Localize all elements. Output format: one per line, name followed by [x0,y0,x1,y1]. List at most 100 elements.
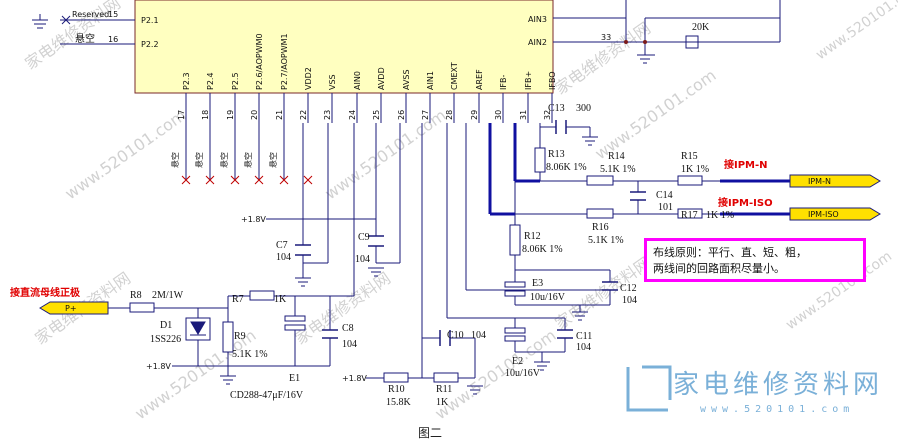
figure-caption: 图二 [418,426,443,440]
pin-name: P2.2 [141,40,159,49]
no-connect-mark [181,175,191,185]
svg-text:R9: R9 [234,331,246,342]
svg-text:R14: R14 [608,151,625,162]
resistor-r13 [534,147,546,173]
watermark-text: www.520101.com [813,0,898,63]
note-line: 布线原则：平行、直、短、粗， [653,246,807,259]
left-pins [60,15,135,45]
svg-text:104: 104 [342,339,357,350]
svg-text:104: 104 [471,330,486,341]
resistor-r8 [129,302,155,313]
ic-body [134,0,554,94]
net-label-ipm-n: IPM-N [808,177,831,186]
svg-text:E2: E2 [512,356,523,367]
pin-name: P2.7/AOPWM1 [280,33,289,90]
resistor-r10 [383,372,409,383]
pin-number: 21 [275,110,284,120]
watermark-text: 家电维修资料网 [291,268,394,348]
pin-number: 31 [519,110,528,120]
pin-name: CMEXT [450,62,459,90]
bottom-pins: P2.317P2.418P2.519P2.6/AOPWM020P2.7/AOPW… [177,33,557,123]
pin-name: P2.6/AOPWM0 [255,33,264,90]
pin-number: 22 [299,110,308,120]
svg-text:R7: R7 [232,294,244,305]
svg-text:5.1K 1%: 5.1K 1% [588,235,624,246]
annotation-dc-bus: 接直流母线正极 [10,286,81,299]
svg-text:E1: E1 [289,373,300,384]
cap-e1-bottom [284,324,306,331]
ground-symbols [220,136,598,395]
svg-text:104: 104 [355,254,370,265]
cap-e3-bottom [504,290,526,297]
svg-text:104: 104 [622,295,637,306]
net-arrow-ipm-n [789,174,881,188]
cap-e1-top [284,315,306,322]
svg-text:1K: 1K [274,294,287,305]
pin-number: 33 [601,33,611,42]
svg-text:R11: R11 [436,384,452,395]
floating-label: 悬空 [194,152,204,168]
pin-name: IFB- [499,75,508,90]
ground-symbol [637,54,653,64]
power-label: +1.8V [241,215,266,224]
pin-number: 20 [250,110,259,120]
resistor-r11 [433,372,459,383]
resistor-r17 [677,208,703,219]
svg-text:R10: R10 [388,384,405,395]
svg-text:C8: C8 [342,323,354,334]
resistor-r15 [677,175,703,186]
no-connect-mark [279,175,289,185]
resistor-r7 [249,290,275,301]
cap-e2-bottom [504,335,526,342]
right-pin-wires [553,0,781,56]
annotation-ipm-iso: 接IPM-ISO [718,196,773,209]
wires [108,123,720,379]
svg-text:10u/16V: 10u/16V [505,368,541,379]
resistor-r14 [586,175,614,186]
svg-text:C14: C14 [656,190,673,201]
pin-number: 30 [494,110,503,120]
net-label-ipm-iso: IPM-ISO [808,210,839,219]
pin-name: AIN0 [353,71,362,90]
pin-name: AVSS [402,69,411,90]
floating-label: 悬空 [170,152,180,168]
pin-number: 23 [323,110,332,120]
cap-e3-top [504,281,526,288]
svg-text:5.1K 1%: 5.1K 1% [600,164,636,175]
pin-name: AREF [475,69,484,90]
svg-text:E3: E3 [532,278,543,289]
ground-icon [572,311,588,321]
svg-text:C7: C7 [276,240,288,251]
ground-icon [295,277,311,287]
pin-number: 24 [348,110,357,120]
note-line: 两线间的回路面积尽量小。 [653,262,785,275]
ground-icon [368,267,384,277]
svg-text:CD288-47μF/16V: CD288-47μF/16V [230,390,304,401]
svg-text:104: 104 [276,252,291,263]
component-labels: C13 300 R13 8.06K 1% R14 5.1K 1% R15 1K … [130,103,734,408]
net-label-p-plus: P+ [65,304,77,313]
floating-label: 悬空 [268,152,278,168]
svg-text:15.8K: 15.8K [386,397,412,408]
pin-net-label: Reserved [72,10,109,19]
annotation-ipm-n: 接IPM-N [724,158,768,171]
svg-text:2M/1W: 2M/1W [152,290,184,301]
svg-text:10u/16V: 10u/16V [530,292,566,303]
resistor-r12 [509,224,521,256]
power-label: +1.8V [146,362,171,371]
pin-number: 28 [445,110,454,120]
pin-name: AIN2 [528,38,547,47]
cap-leads [302,246,377,263]
svg-text:1K 1%: 1K 1% [681,164,709,175]
watermark-text: 家电维修资料网 [551,253,654,333]
power-label: +1.8V [342,374,367,383]
ground-symbol [32,14,48,29]
ground-icon [220,375,236,385]
svg-text:5.1K 1%: 5.1K 1% [232,349,268,360]
electrolytic-caps [284,270,526,342]
pin-name: AVDD [377,67,386,90]
svg-text:R13: R13 [548,149,565,160]
svg-text:C12: C12 [620,283,637,294]
svg-text:104: 104 [576,342,591,353]
